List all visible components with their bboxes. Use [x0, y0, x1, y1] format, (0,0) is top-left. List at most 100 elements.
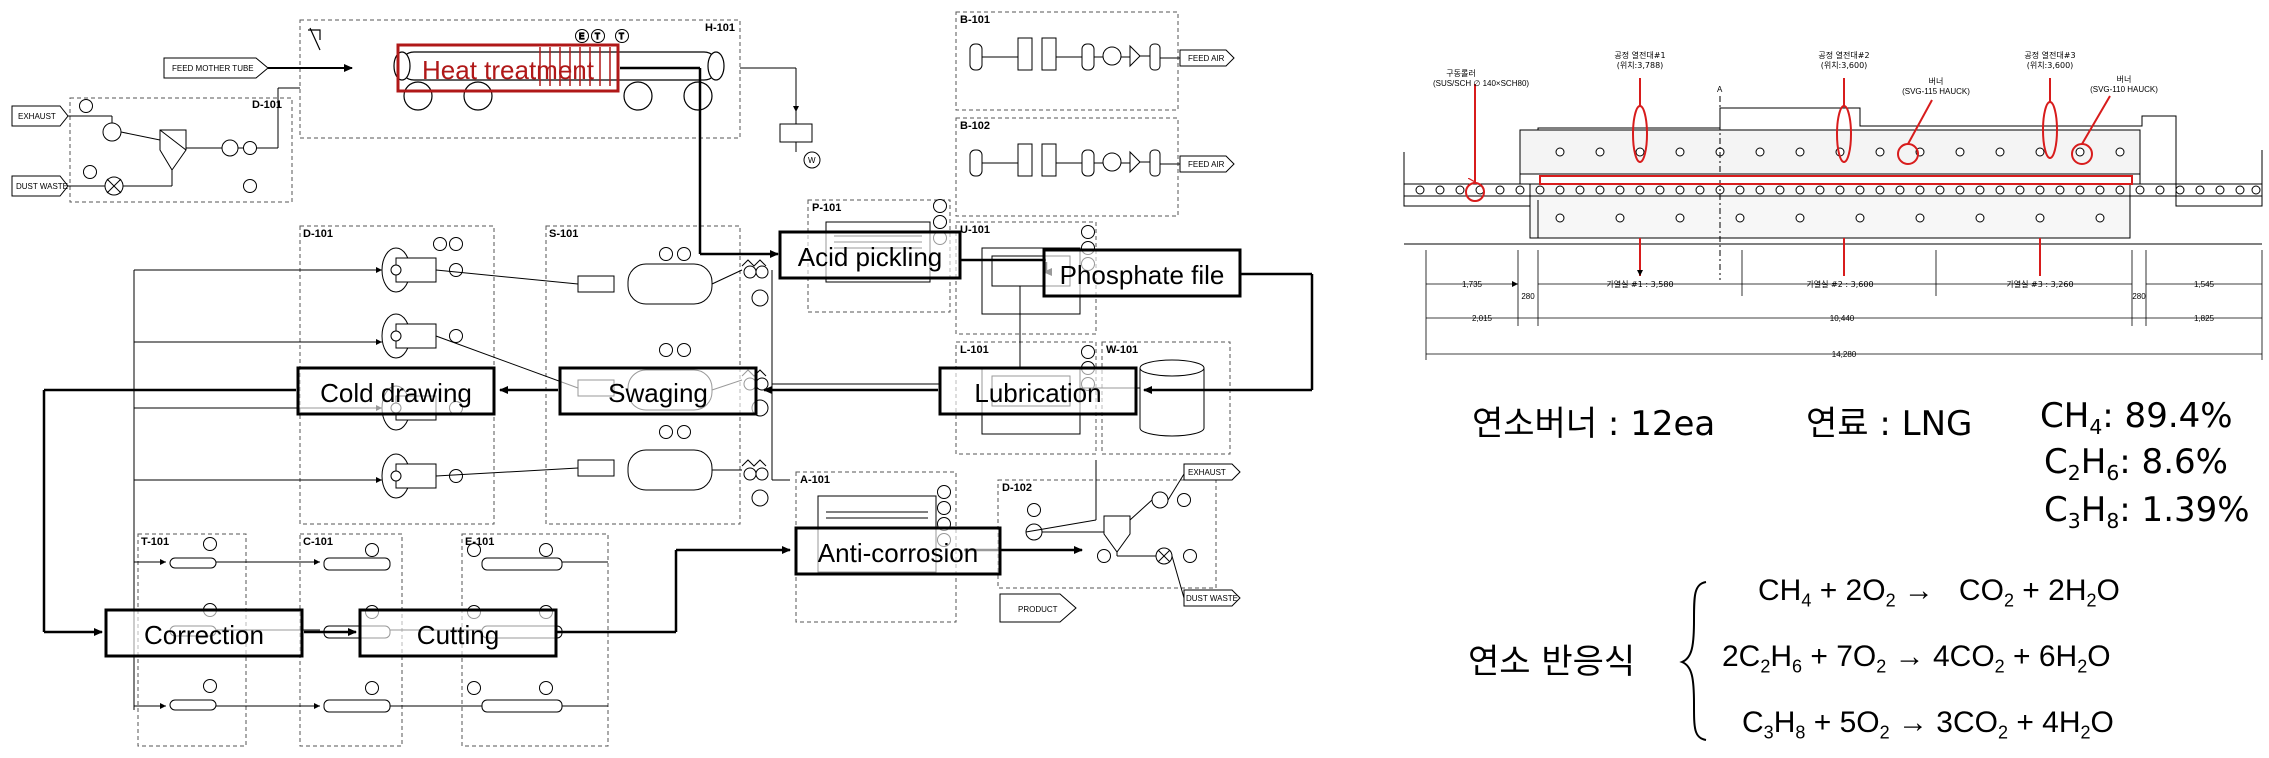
furnace-rollers: [1415, 185, 2261, 195]
exhaust-left-label: EXHAUST: [18, 112, 56, 121]
product-outlet: PRODUCT: [999, 593, 1077, 623]
anti-corrosion-label: Anti-corrosion: [818, 538, 978, 568]
cutting-label: Cutting: [417, 620, 499, 650]
equipment-tags: H-101 D-101 D-101 S-101 P-101 U-101 L-10…: [141, 14, 1138, 548]
burner1-label: 버너: [1929, 76, 1944, 86]
product-label: PRODUCT: [1018, 605, 1058, 614]
tag-d101: D-101: [303, 228, 333, 240]
feed-mother-tube: FEED MOTHER TUBE: [163, 57, 353, 79]
feed-air-1-label: FEED AIR: [1188, 54, 1225, 63]
burner2-spec: (SVG-110 HAUCK): [2090, 85, 2158, 94]
c2h6-composition: C2H6: 8.6%: [2044, 442, 2228, 486]
reaction-brace: [1679, 581, 1707, 741]
ch4-value: : 89.4%: [2102, 396, 2233, 436]
boundary-d101-top: [69, 97, 293, 203]
roller-spec: (SUS/SCH ∅ 140×SCH80): [1433, 79, 1529, 88]
svg-text:E: E: [579, 32, 584, 41]
correction-label: Correction: [144, 620, 264, 650]
svg-text:T: T: [595, 32, 600, 41]
process-phosphate: Phosphate file: [1042, 248, 1242, 298]
c3h8-value: : 1.39%: [2119, 490, 2250, 530]
feed-air-2-label: FEED AIR: [1188, 160, 1225, 169]
process-correction: Correction: [104, 608, 304, 658]
process-anti-corrosion: Anti-corrosion: [794, 526, 1002, 576]
tc1-label: 공정 열전대#1: [1614, 50, 1665, 60]
svg-text:T: T: [619, 32, 624, 41]
tc2-pos: (위치:3,600): [1821, 61, 1868, 70]
reaction-label: 연소 반응식: [1468, 642, 1636, 682]
burner1-spec: (SVG-115 HAUCK): [1902, 87, 1970, 96]
tc3-label: 공정 열전대#3: [2024, 50, 2075, 60]
process-lubrication: Lubrication: [938, 366, 1138, 416]
tag-t101: T-101: [141, 536, 169, 548]
lubrication-label: Lubrication: [974, 378, 1101, 408]
tag-u101: U-101: [960, 224, 990, 236]
boundary-b101: [955, 11, 1179, 111]
dim-zone2: 가열실 #2 : 3,600: [1806, 279, 1873, 289]
dim-2015: 2,015: [1472, 314, 1493, 323]
tag-c101: C-101: [303, 536, 333, 548]
tc2-label: 공정 열전대#2: [1818, 50, 1869, 60]
blower-b101: [969, 37, 1235, 71]
fuel-type: 연료 : LNG: [1806, 404, 1973, 444]
feed-mother-tube-label: FEED MOTHER TUBE: [172, 64, 254, 73]
main-flow: [42, 66, 1314, 636]
svg-text:W: W: [808, 156, 816, 165]
tag-w101: W-101: [1106, 344, 1138, 356]
quench-unit: W: [740, 67, 821, 169]
dim-1545: 1,545: [2194, 280, 2215, 289]
reaction-ch4: CH4 + 2O2 → CO2 + 2H2O: [1758, 574, 2120, 611]
process-swaging: Swaging: [558, 366, 758, 416]
tc3-pos: (위치:3,600): [2027, 61, 2074, 70]
c3h8-composition: C3H8: 1.39%: [2044, 490, 2250, 534]
blower-units: [969, 37, 1235, 177]
tag-d102: D-102: [1002, 482, 1032, 494]
furnace-section: A 구동롤러 (SUS/SCH ∅ 140×SCH80) 공정 열전대#1 (위…: [1403, 50, 2263, 360]
swaging-label: Swaging: [608, 378, 708, 408]
tag-a101: A-101: [800, 474, 830, 486]
tag-l101: L-101: [960, 344, 989, 356]
tag-b101: B-101: [960, 14, 990, 26]
dust-waste-left-label: DUST WASTE: [16, 182, 68, 191]
process-cutting: Cutting: [358, 608, 558, 658]
reaction-c2h6: 2C2H6 + 7O2 → 4CO2 + 6H2O: [1722, 640, 2111, 677]
tc1-pos: (위치:3,788): [1617, 61, 1664, 70]
blower-b102: [969, 143, 1235, 177]
tag-b102: B-102: [960, 120, 990, 132]
dim-280a: 280: [1521, 292, 1535, 301]
scrubber-d102: [1025, 463, 1241, 607]
phosphate-label: Phosphate file: [1060, 260, 1225, 290]
dim-10440: 10,440: [1830, 314, 1855, 323]
tag-p101: P-101: [812, 202, 841, 214]
heat-treatment-hatch: [539, 47, 611, 86]
boundary-h101: [299, 19, 741, 139]
dim-14280: 14,280: [1832, 350, 1857, 359]
process-acid-pickling: Acid pickling: [778, 230, 962, 280]
boundary-b102: [955, 117, 1179, 217]
process-heat-treatment: Heat treatment: [396, 43, 620, 93]
dim-1825: 1,825: [2194, 314, 2215, 323]
heat-treatment-label: Heat treatment: [422, 55, 595, 85]
furnace-callouts: 구동롤러 (SUS/SCH ∅ 140×SCH80) 공정 열전대#1 (위치:…: [1433, 50, 2158, 96]
burner-count: 연소버너 : 12ea: [1472, 404, 1716, 444]
process-cold-drawing: Cold drawing: [296, 366, 496, 416]
ch4-composition: CH4: 89.4%: [2040, 396, 2233, 440]
tag-h101: H-101: [705, 22, 735, 34]
cold-drawing-label: Cold drawing: [320, 378, 472, 408]
dust-waste-right-label: DUST WASTE: [1186, 594, 1238, 603]
exhaust-right-label: EXHAUST: [1188, 468, 1226, 477]
dim-zone3: 가열실 #3 : 3,260: [2006, 279, 2073, 289]
furnace-dimensions: 1,735 280 가열실 #1 : 3,580 가열실 #2 : 3,600 …: [1462, 279, 2215, 359]
dust-collector-d101: EXHAUST DUST WASTE: [11, 87, 300, 197]
roller-label: 구동롤러: [1446, 69, 1475, 78]
reaction-c3h8: C3H8 + 5O2 → 3CO2 + 4H2O: [1742, 706, 2114, 743]
burner2-label: 버너: [2117, 74, 2132, 84]
tag-d101-top: D-101: [252, 99, 282, 111]
section-mark-top: A: [1717, 85, 1723, 94]
acid-pickling-label: Acid pickling: [798, 242, 943, 272]
c2h6-value: : 8.6%: [2119, 442, 2228, 482]
furnace-burners: [1555, 147, 2125, 223]
dim-zone1: 가열실 #1 : 3,580: [1606, 279, 1673, 289]
dim-1735: 1,735: [1462, 280, 1483, 289]
